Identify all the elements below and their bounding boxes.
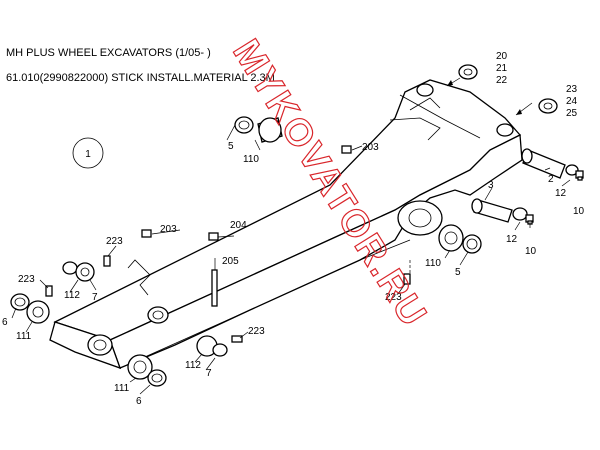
label-223-d: 223 — [248, 326, 265, 337]
plate-203-lower — [141, 229, 152, 238]
label-21: 21 — [496, 63, 508, 74]
label-24: 24 — [566, 96, 578, 107]
label-111-a: 111 — [16, 331, 32, 342]
bushing-112-upper — [62, 261, 95, 282]
label-112-b: 112 — [185, 360, 201, 371]
plate-204 — [208, 232, 219, 241]
label-205: 205 — [222, 256, 239, 267]
bushing-111-lower — [127, 354, 167, 387]
figure-number: 1 — [85, 149, 91, 160]
pin-2 — [521, 148, 584, 181]
stick-arm — [49, 79, 523, 370]
grease-nipple-223-a — [103, 255, 111, 267]
label-5-b: 5 — [455, 267, 461, 278]
label-12-b: 12 — [506, 234, 518, 245]
label-10-a: 10 — [573, 206, 585, 217]
label-6-a: 6 — [2, 317, 8, 328]
label-112-a: 112 — [64, 290, 80, 301]
label-10-b: 10 — [525, 246, 537, 257]
grease-nipple-223-c — [403, 273, 411, 285]
label-6-b: 6 — [136, 396, 142, 407]
label-7-b: 7 — [206, 368, 212, 379]
label-111-b: 111 — [114, 383, 130, 394]
label-22: 22 — [496, 75, 508, 86]
bushing-112-lower — [196, 335, 228, 357]
label-223-b: 223 — [18, 274, 35, 285]
label-203-b: 203 — [160, 224, 177, 235]
plate-203-upper — [341, 145, 352, 154]
label-223-c: 223 — [385, 292, 402, 303]
label-23-a: 23 — [566, 84, 578, 95]
diagram-title: MH PLUS WHEEL EXCAVATORS (1/05- ) — [6, 47, 211, 59]
pin-3 — [471, 198, 534, 225]
part-labels: 20 21 22 23 24 25 5 110 203 2 12 10 3 12… — [2, 51, 585, 407]
washer-set-20-22 — [446, 64, 478, 87]
bushing-111-upper — [10, 293, 50, 324]
label-110-b: 110 — [425, 258, 441, 269]
washer-set-23-25 — [515, 98, 558, 116]
label-2: 2 — [548, 174, 554, 185]
strip-205 — [211, 269, 218, 307]
label-3: 3 — [488, 180, 494, 191]
label-204: 204 — [230, 220, 247, 231]
bushing-110-upper — [234, 116, 283, 143]
grease-nipple-223-d — [231, 335, 243, 343]
label-223-a: 223 — [106, 236, 123, 247]
label-7-a: 7 — [92, 292, 98, 303]
grease-nipple-223-b — [45, 285, 53, 297]
label-20: 20 — [496, 51, 508, 62]
label-25: 25 — [566, 108, 578, 119]
label-110-a: 110 — [243, 154, 259, 165]
leader-lines — [11, 124, 571, 395]
label-12-a: 12 — [555, 188, 567, 199]
label-5-a: 5 — [228, 141, 234, 152]
label-203-a: 203 — [362, 142, 379, 153]
diagram-subtitle: 61.010(2990822000) STICK INSTALL.MATERIA… — [6, 72, 275, 84]
bushing-110-lower — [438, 224, 482, 254]
figure-number-badge: 1 — [72, 137, 104, 169]
